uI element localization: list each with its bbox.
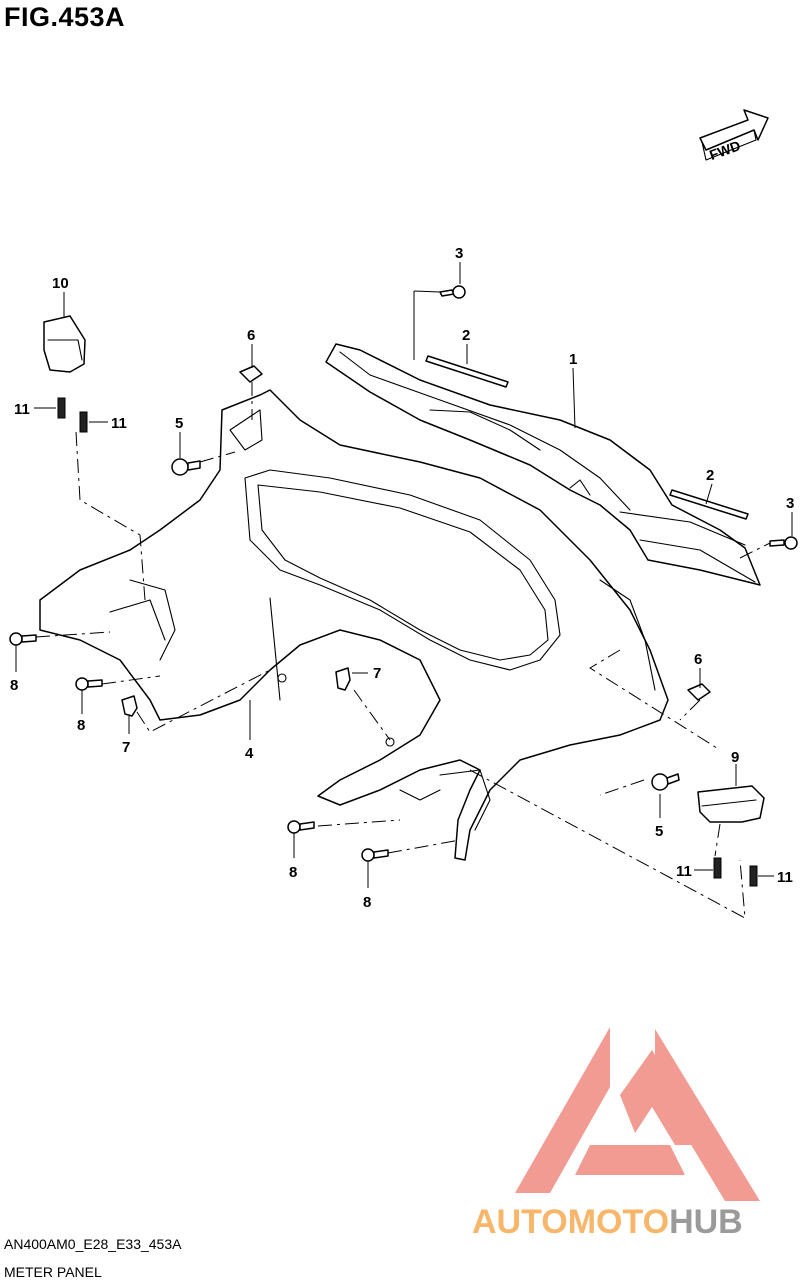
callout-3: 3: [786, 495, 794, 512]
callout-9: 9: [731, 749, 739, 766]
callout-2: 2: [706, 467, 714, 484]
callout-10: 10: [52, 275, 69, 292]
cap-part-9: [697, 785, 765, 823]
figure-title: FIG.453A: [4, 2, 126, 32]
figure-name: METER PANEL: [4, 1264, 102, 1280]
seal-strips: [425, 355, 749, 520]
callout-6: 6: [694, 651, 702, 668]
main-meter-panel: [39, 389, 669, 861]
callout-5: 5: [175, 415, 183, 432]
callout-11: 11: [111, 415, 127, 432]
fasteners: [9, 285, 798, 862]
callout-7: 7: [122, 739, 130, 756]
callout-4: 4: [245, 745, 254, 762]
callout-labels: 1 2 2 3 3 4 5 5 6 6 7 7 8 8 8 8 9 10 11 …: [10, 245, 794, 911]
callout-6: 6: [247, 327, 255, 344]
callout-8: 8: [289, 864, 297, 881]
fwd-arrow-icon: FWD: [699, 109, 769, 163]
callout-8: 8: [77, 717, 85, 734]
watermark-text-hub: HUB: [669, 1203, 743, 1240]
watermark-triangle-icon: [515, 1027, 760, 1201]
callout-3: 3: [455, 245, 463, 262]
upper-meter-cover: [325, 343, 761, 586]
callout-8: 8: [363, 894, 371, 911]
callout-5: 5: [655, 823, 663, 840]
automotohub-watermark-logo: AUTOMOTOHUB: [472, 1027, 760, 1240]
callout-7: 7: [373, 665, 381, 682]
springs: [57, 397, 758, 887]
watermark-text-automoto: AUTOMOTO: [472, 1203, 669, 1240]
callout-8: 8: [10, 677, 18, 694]
figure-code: AN400AM0_E28_E33_453A: [4, 1236, 182, 1252]
callout-11: 11: [676, 863, 692, 880]
callout-11: 11: [14, 401, 30, 418]
callout-11: 11: [777, 869, 793, 886]
assembly-lines: [35, 382, 771, 919]
leader-lines: [15, 262, 793, 888]
watermark-text: AUTOMOTOHUB: [472, 1203, 743, 1240]
cap-part-10: [43, 315, 86, 373]
fwd-label: FWD: [707, 137, 742, 163]
callout-2: 2: [462, 327, 470, 344]
callout-1: 1: [569, 351, 577, 368]
